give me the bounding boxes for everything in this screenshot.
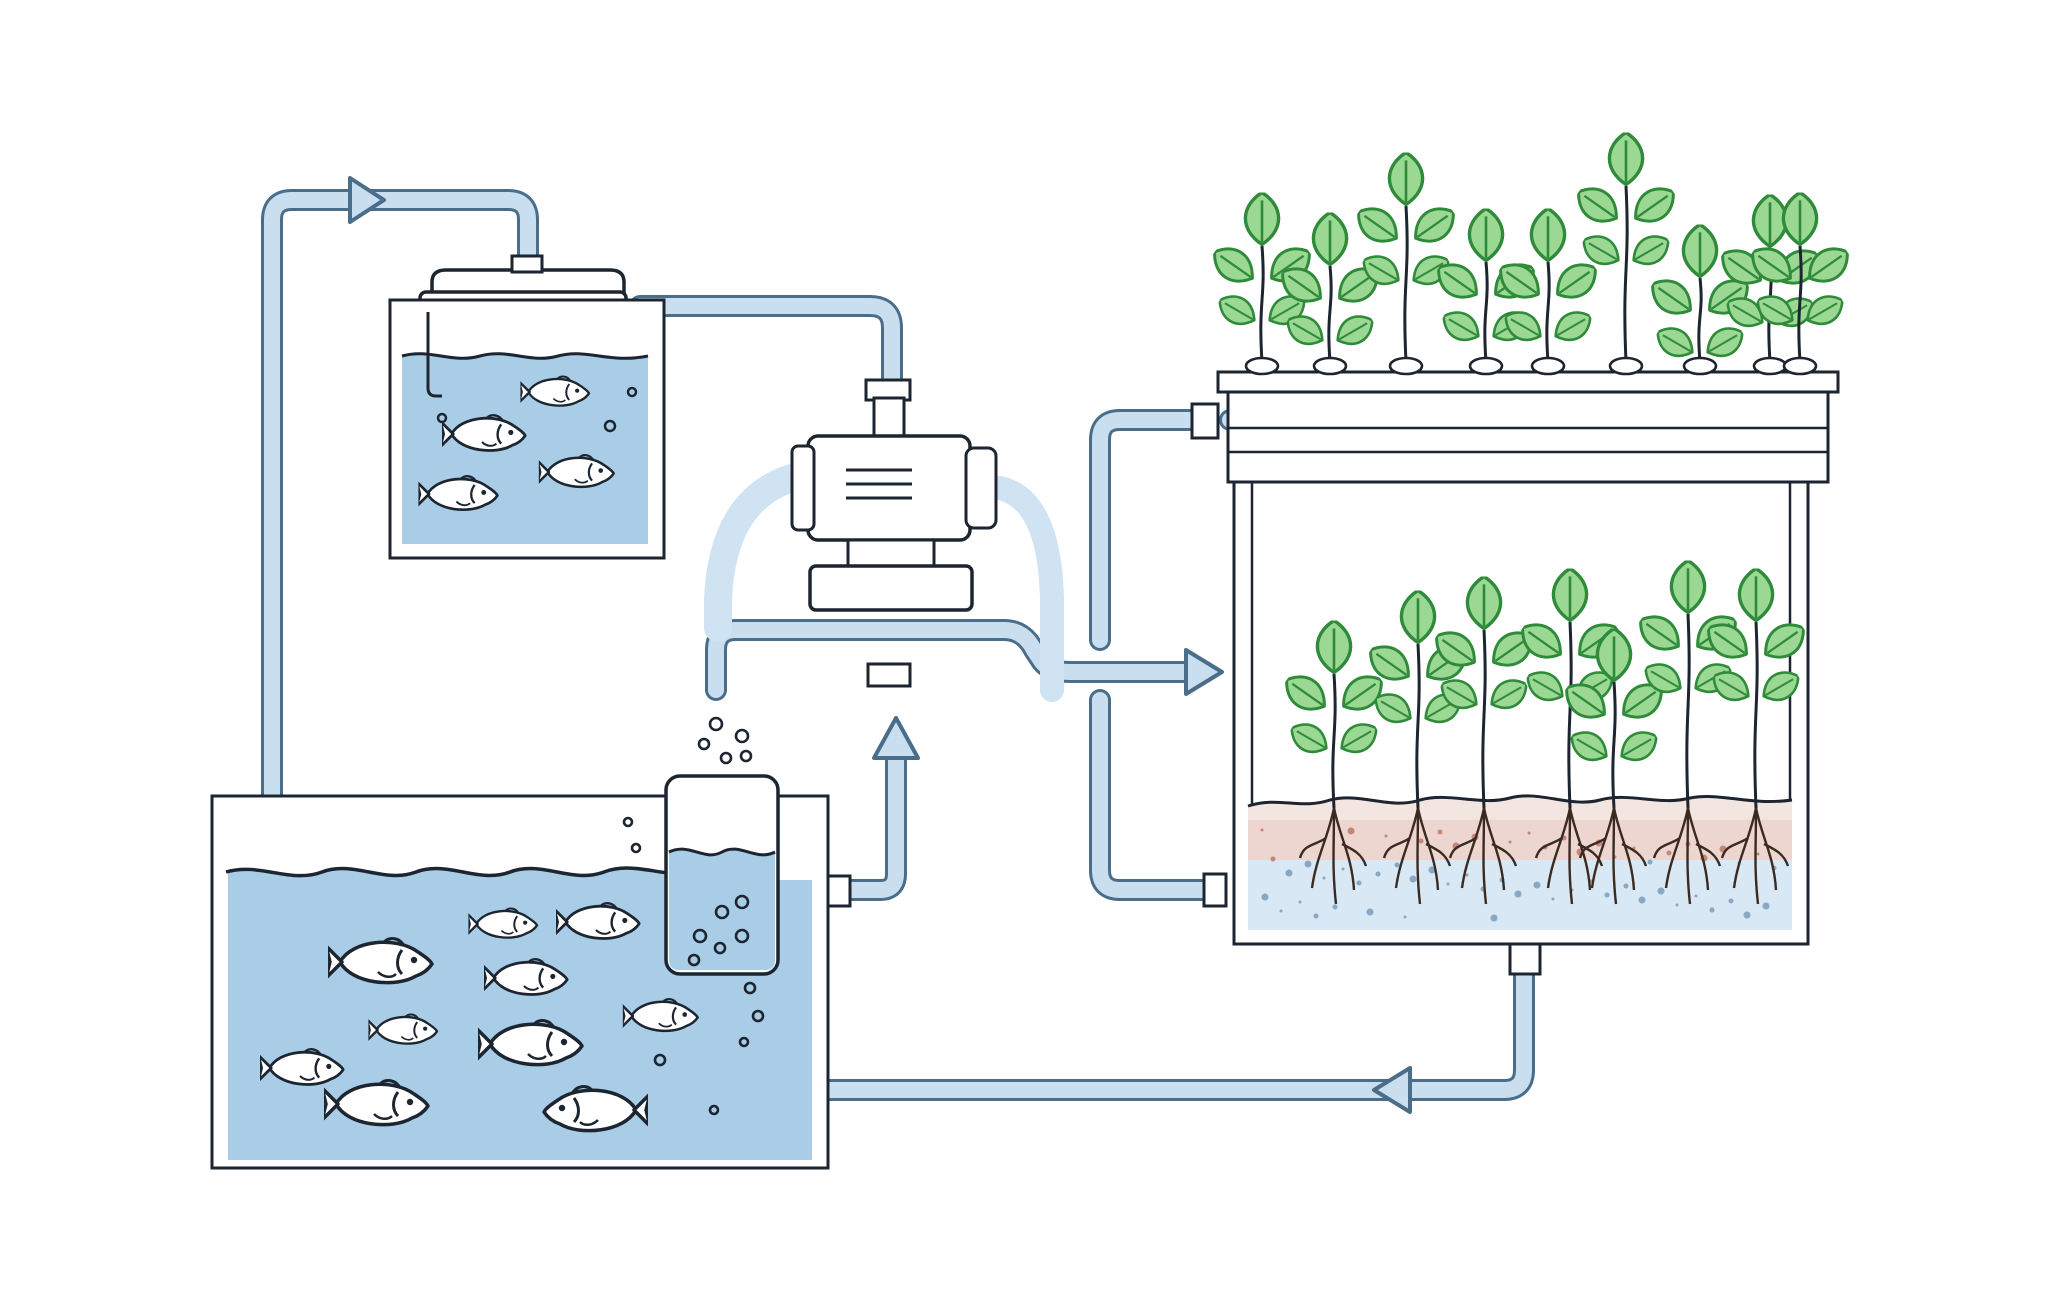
media-particle xyxy=(1260,828,1264,832)
media-particle xyxy=(1508,840,1512,844)
media-particle xyxy=(1514,890,1522,898)
media-particle xyxy=(1465,873,1469,877)
media-particle xyxy=(1313,913,1319,919)
plant-cup xyxy=(1608,356,1644,376)
media-particle xyxy=(1551,897,1555,901)
bubbles-main xyxy=(622,816,765,1116)
plant-cup xyxy=(1244,356,1280,376)
roots xyxy=(1448,807,1518,905)
plant-icon xyxy=(1698,568,1814,905)
media-particle xyxy=(1728,898,1734,904)
media-particle xyxy=(1403,915,1407,919)
plant-icon xyxy=(1428,208,1544,363)
media-particle xyxy=(1332,904,1338,910)
pipe-growbed-lower-loop xyxy=(1089,689,1219,901)
plant-icon xyxy=(1276,620,1392,905)
media-particle xyxy=(1279,909,1283,913)
media-particle xyxy=(1261,893,1269,901)
media-particle xyxy=(1666,850,1672,856)
media-particle xyxy=(1322,876,1326,880)
plant-icon xyxy=(1348,152,1464,363)
media-particle xyxy=(1409,875,1417,883)
plant-icon xyxy=(1272,212,1388,363)
media-particle xyxy=(1428,866,1436,874)
media-particle xyxy=(1647,859,1653,865)
plant-cup xyxy=(1312,356,1348,376)
media-particle xyxy=(1657,887,1665,895)
media-particle xyxy=(1709,907,1715,913)
plant-cup xyxy=(1782,356,1818,376)
roots xyxy=(1382,807,1452,905)
roots xyxy=(1298,807,1368,905)
media-particle xyxy=(1356,880,1362,886)
plant-cup xyxy=(1388,356,1424,376)
pipe-pump-right-arc xyxy=(988,476,1064,702)
media-particle xyxy=(1756,852,1760,856)
roots xyxy=(1720,807,1790,905)
media-particle xyxy=(1285,869,1293,877)
roots xyxy=(1652,807,1722,905)
media-particle xyxy=(1675,903,1679,907)
media-particle xyxy=(1527,831,1531,835)
grow-bed xyxy=(1190,132,1858,976)
media-particle xyxy=(1694,894,1698,898)
media-particle xyxy=(1375,871,1381,877)
media-particle xyxy=(1270,856,1276,862)
pipe-pump-to-growbed xyxy=(705,619,1201,701)
pipe-upper-to-pump xyxy=(629,295,903,399)
plant-icon xyxy=(1742,192,1858,363)
plant-icon xyxy=(1642,224,1758,365)
plant-icon xyxy=(1568,132,1684,363)
arrow-right-to-growbed xyxy=(1184,648,1224,696)
media-particle xyxy=(1394,862,1400,868)
sump-filter xyxy=(664,716,852,976)
plant-cup xyxy=(1530,356,1566,376)
media-particle xyxy=(1623,883,1629,889)
roots xyxy=(1578,807,1648,905)
arrow-up-from-sump xyxy=(872,716,920,760)
media-particle xyxy=(1638,896,1646,904)
media-particle xyxy=(1347,827,1355,835)
roots xyxy=(1534,807,1604,905)
plant-icon xyxy=(1204,192,1320,363)
plant-icon xyxy=(1490,208,1606,363)
water-pump xyxy=(790,378,998,688)
plant-icon xyxy=(1512,568,1628,905)
media-particle xyxy=(1446,882,1450,886)
media-particle xyxy=(1418,838,1424,844)
media-particle xyxy=(1304,860,1312,868)
plant-cup xyxy=(1752,356,1788,376)
media-particle xyxy=(1298,900,1302,904)
plant-icon xyxy=(1556,628,1672,905)
arrow-right-top xyxy=(348,176,386,224)
plant-icon xyxy=(1426,576,1542,905)
media-particle xyxy=(1437,829,1443,835)
pipe-growbed-inlet-loop xyxy=(1089,409,1215,651)
media-particle xyxy=(1604,892,1610,898)
plant-icon xyxy=(1630,560,1746,905)
media-particle xyxy=(1384,834,1388,838)
plant-cup xyxy=(1468,356,1504,376)
media-particle xyxy=(1490,914,1498,922)
plant-cup xyxy=(1682,356,1718,376)
plant-icon xyxy=(1360,590,1476,905)
media-particle xyxy=(1366,908,1374,916)
arrow-left-return xyxy=(1372,1066,1412,1114)
upper-fish-tank xyxy=(388,254,666,560)
media-particle xyxy=(1533,881,1541,889)
media-particle xyxy=(1743,911,1751,919)
media-particle xyxy=(1341,867,1345,871)
pipe-pump-left-arc xyxy=(704,464,806,642)
media-particle xyxy=(1762,902,1770,910)
